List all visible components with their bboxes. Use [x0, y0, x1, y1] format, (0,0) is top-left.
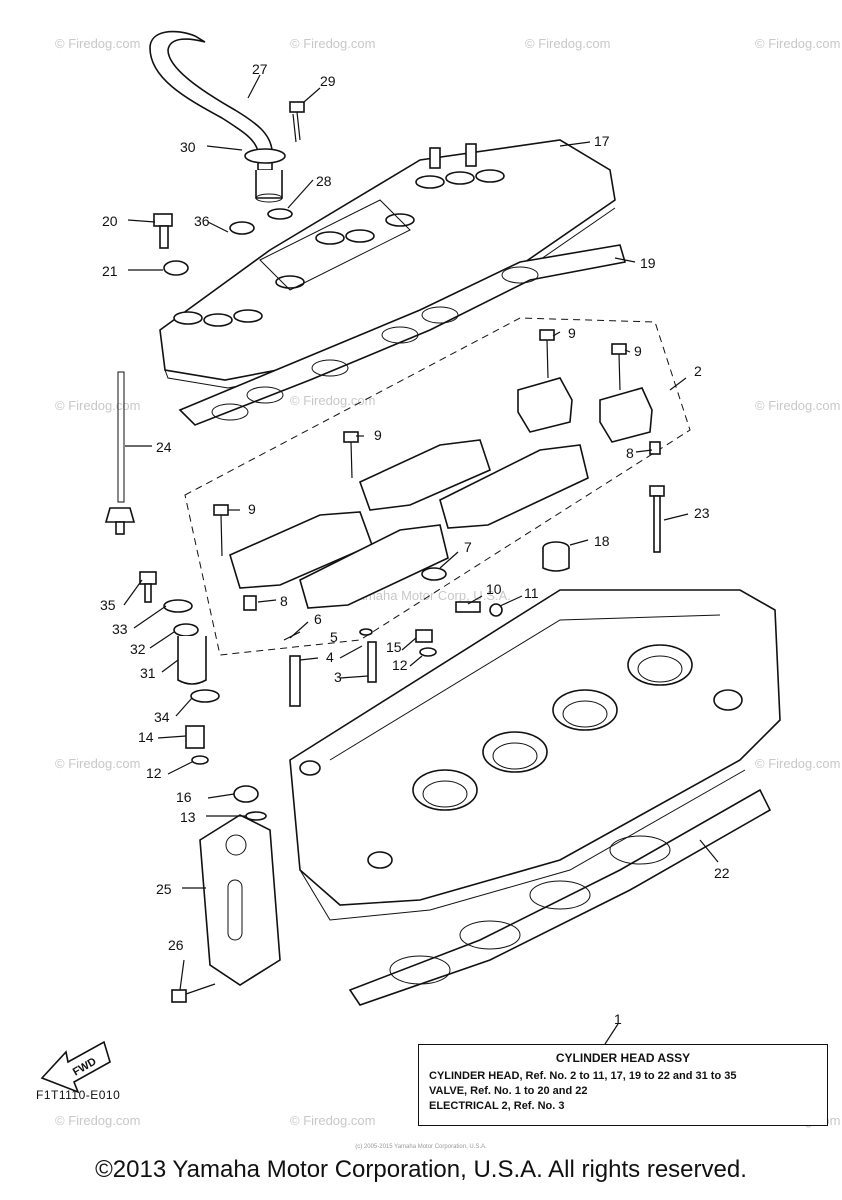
callout-27: 27 — [252, 61, 268, 77]
seal-washer-36 — [229, 221, 255, 235]
copyright-notice: ©2013 Yamaha Motor Corporation, U.S.A. A… — [95, 1156, 747, 1183]
legend-line-2: VALVE, Ref. No. 1 to 20 and 22 — [429, 1085, 588, 1097]
cam-cap-group-outline — [184, 317, 691, 656]
watermark: © Firedog.com — [755, 36, 840, 51]
callout-7: 7 — [464, 539, 472, 555]
callout-15: 15 — [386, 639, 402, 655]
callout-18: 18 — [594, 533, 610, 549]
watermark: © Firedog.com — [290, 36, 375, 51]
watermark: © Firedog.com — [290, 393, 375, 408]
callout-28-29: 29 — [320, 73, 336, 89]
callout-36: 36 — [194, 213, 210, 229]
callout-21: 21 — [102, 263, 118, 279]
callout-11: 11 — [524, 585, 539, 601]
legend-box: CYLINDER HEAD ASSY CYLINDER HEAD, Ref. N… — [418, 1044, 828, 1126]
plug-7 — [421, 567, 447, 581]
callout-24: 24 — [156, 439, 172, 455]
watermark: © Firedog.com — [55, 398, 140, 413]
bolt-29 — [289, 101, 305, 143]
callout-26: 26 — [168, 937, 184, 953]
nut-15 — [415, 629, 433, 643]
fine-print: (c) 2005-2015 Yamaha Motor Corporation, … — [355, 1144, 487, 1150]
callout-9-c: 9 — [374, 427, 382, 443]
callout-28: 28 — [316, 173, 332, 189]
bolt-10 — [455, 601, 481, 613]
callout-8-lower: 8 — [280, 593, 288, 609]
callout-19: 19 — [640, 255, 656, 271]
legend-title: CYLINDER HEAD ASSY — [555, 1051, 691, 1065]
callout-20: 20 — [102, 213, 118, 229]
washer-11 — [489, 603, 503, 617]
camshaft-caps — [229, 377, 661, 611]
legend-line-1: CYLINDER HEAD, Ref. No. 2 to 11, 17, 19 … — [429, 1070, 737, 1082]
fwd-arrow-icon: FWD — [40, 1040, 111, 1094]
watermark: © Firedog.com — [755, 756, 840, 771]
callout-3: 3 — [334, 669, 342, 685]
callout-9-d: 9 — [248, 501, 256, 517]
callout-labels: 1 2 3 4 5 6 7 8 8 9 9 9 9 10 11 12 12 13… — [100, 61, 730, 1027]
callout-4: 4 — [326, 649, 334, 665]
legend-line-3: ELECTRICAL 2, Ref. No. 3 — [429, 1100, 565, 1112]
callout-31: 31 — [140, 665, 156, 681]
callout-9-a: 9 — [568, 325, 576, 341]
thermostat-parts — [139, 571, 267, 821]
callout-2: 2 — [694, 363, 702, 379]
cam-cap-bolts — [213, 329, 627, 557]
callout-17: 17 — [594, 133, 610, 149]
watermark-secondary: Yamaha Motor Corp, U.S.A. — [350, 588, 511, 603]
o-ring-28 — [267, 208, 293, 220]
watermark: © Firedog.com — [755, 398, 840, 413]
watermark: © Firedog.com — [55, 756, 140, 771]
cable-tie-24 — [104, 371, 136, 535]
callout-10: 10 — [486, 581, 502, 597]
watermark: © Firedog.com — [55, 1113, 140, 1128]
callout-33: 33 — [112, 621, 128, 637]
callout-5: 5 — [330, 629, 338, 645]
callout-6: 6 — [314, 611, 322, 627]
watermark: © Firedog.com — [55, 36, 140, 51]
bolt-26 — [171, 983, 216, 1003]
callout-8-upper: 8 — [626, 445, 634, 461]
callout-14: 14 — [138, 729, 154, 745]
bolt-20 — [153, 213, 173, 249]
leader-lines — [123, 74, 719, 1045]
diagram-code: F1T1110-E010 — [36, 1088, 121, 1102]
head-bolt-23 — [649, 485, 665, 553]
watermark: © Firedog.com — [525, 36, 610, 51]
watermark: © Firedog.com — [290, 1113, 375, 1128]
callout-25: 25 — [156, 881, 172, 897]
callout-9-b: 9 — [634, 343, 642, 359]
washer-12 — [419, 647, 437, 657]
head-cover-gasket — [178, 244, 627, 426]
callout-34: 34 — [154, 709, 170, 725]
callout-30: 30 — [180, 139, 196, 155]
callout-35: 35 — [100, 597, 116, 613]
cylinder-head — [289, 589, 781, 921]
callout-1: 1 — [614, 1011, 622, 1027]
callout-12-right: 12 — [392, 657, 408, 673]
head-gasket — [348, 788, 772, 1006]
callout-16: 16 — [176, 789, 192, 805]
callout-23: 23 — [694, 505, 710, 521]
breather-hose — [149, 30, 286, 203]
callout-22: 22 — [714, 865, 730, 881]
bracket-25 — [199, 814, 281, 986]
grommet-21 — [163, 260, 189, 276]
callout-32: 32 — [130, 641, 146, 657]
callout-13: 13 — [180, 809, 196, 825]
dowel-18-body — [542, 548, 570, 572]
callout-12-left: 12 — [146, 765, 162, 781]
